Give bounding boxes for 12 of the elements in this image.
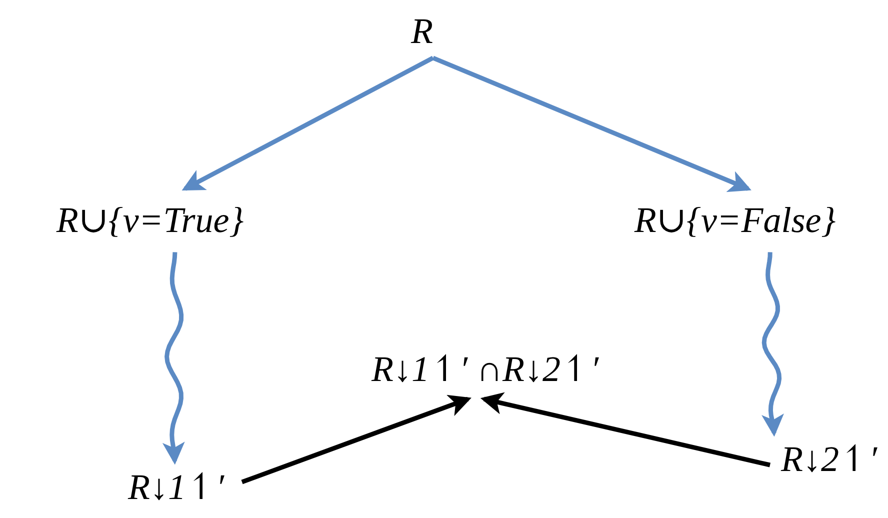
arrow (432, 56, 752, 192)
arrow (480, 392, 770, 468)
math-expression: R∪{v=False} (634, 201, 836, 241)
arrow (182, 56, 434, 191)
wavy-arrow (762, 252, 784, 437)
math-expression: R↓1↿′ ∩R↓2↿′ (371, 350, 599, 390)
arrow (241, 394, 472, 484)
math-expression: R↓1↿′ (128, 468, 224, 508)
wavy-arrow (162, 252, 185, 465)
math-expression: R∪{v=True} (56, 201, 244, 241)
math-expression: R↓2↿′ (780, 440, 878, 480)
math-expression: R (411, 12, 433, 52)
